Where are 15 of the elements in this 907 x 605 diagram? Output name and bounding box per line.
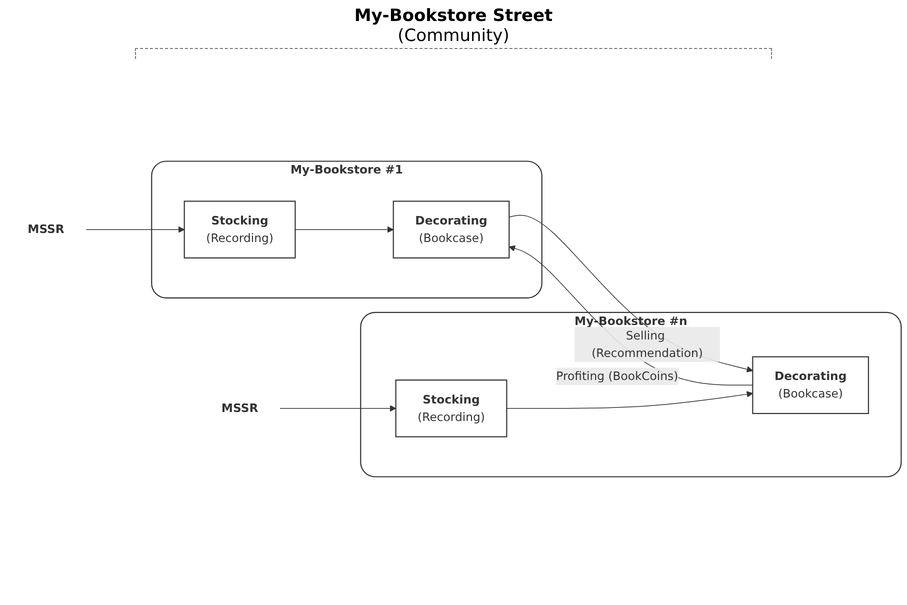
subheading-text: (Community) xyxy=(396,26,510,46)
node-text: MSSR xyxy=(28,222,64,236)
edge-label: Profiting (BookCoins) xyxy=(556,369,678,383)
node-text: MSSR xyxy=(221,401,258,415)
arrow xyxy=(280,405,396,412)
heading-text: My-Bookstore Street xyxy=(353,6,554,26)
node-box: Decorating (Bookcase) xyxy=(392,200,510,258)
arrow xyxy=(294,226,394,233)
arrow xyxy=(506,391,753,409)
arrow xyxy=(508,214,753,372)
node-box: Decorating (Bookcase) xyxy=(752,356,870,414)
edge-label: Selling (Recommendation) xyxy=(592,328,703,360)
node-box: Stocking (Recording) xyxy=(184,200,296,258)
arrow xyxy=(86,226,185,233)
node-box: Stocking (Recording) xyxy=(395,380,508,438)
